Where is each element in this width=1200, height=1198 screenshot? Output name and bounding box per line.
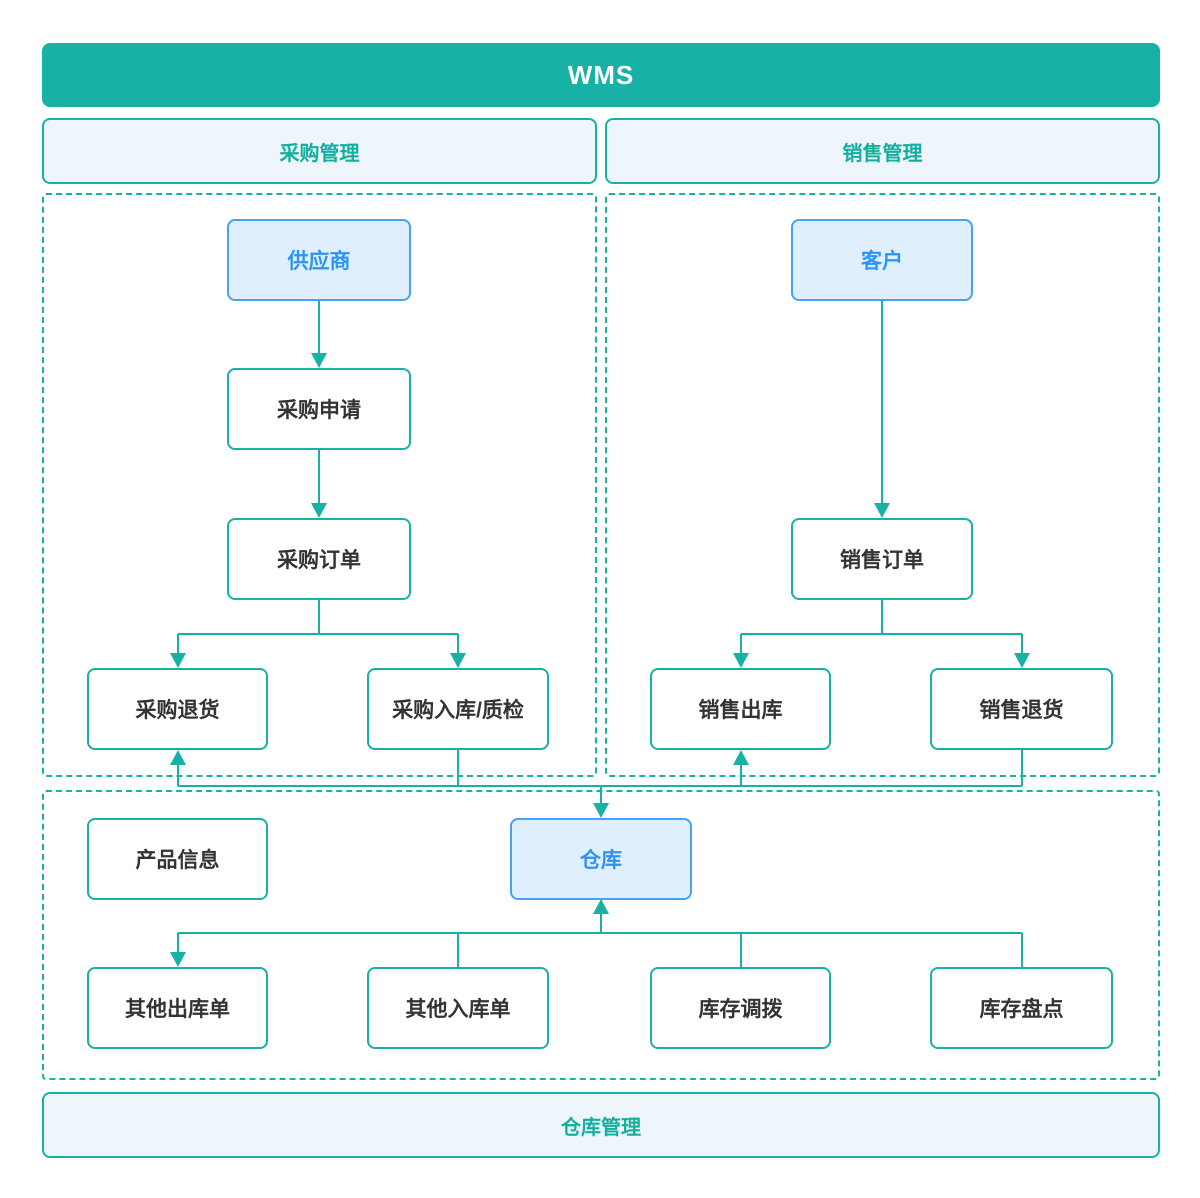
sales-section-header: 销售管理 xyxy=(605,118,1160,184)
node-purchase-request: 采购申请 xyxy=(227,368,411,450)
node-other-outbound-label: 其他出库单 xyxy=(125,998,230,1021)
warehouse-section-header: 仓库管理 xyxy=(42,1092,1160,1158)
purchase-section-frame xyxy=(42,193,597,777)
node-sales-order: 销售订单 xyxy=(791,518,973,600)
node-purchase-request-label: 采购申请 xyxy=(277,399,361,422)
node-stock-count: 库存盘点 xyxy=(930,967,1113,1049)
node-warehouse: 仓库 xyxy=(510,818,692,900)
warehouse-section-label: 仓库管理 xyxy=(561,1116,641,1139)
node-purchase-order-label: 采购订单 xyxy=(277,549,361,572)
node-warehouse-label: 仓库 xyxy=(580,849,622,872)
sales-section-label: 销售管理 xyxy=(842,142,923,165)
node-customer-label: 客户 xyxy=(861,250,903,273)
wms-title-bar: WMS xyxy=(42,43,1160,107)
node-supplier-label: 供应商 xyxy=(287,250,351,273)
node-stock-transfer: 库存调拨 xyxy=(650,967,831,1049)
sales-section-frame xyxy=(605,193,1160,777)
node-purchase-return-label: 采购退货 xyxy=(135,699,220,722)
node-supplier: 供应商 xyxy=(227,219,411,301)
purchase-section-header: 采购管理 xyxy=(42,118,597,184)
node-purchase-return: 采购退货 xyxy=(87,668,268,750)
node-sales-order-label: 销售订单 xyxy=(840,549,924,572)
node-sales-outbound-label: 销售出库 xyxy=(698,699,783,722)
node-other-outbound: 其他出库单 xyxy=(87,967,268,1049)
node-customer: 客户 xyxy=(791,219,973,301)
node-other-inbound: 其他入库单 xyxy=(367,967,549,1049)
node-stock-transfer-label: 库存调拨 xyxy=(698,998,783,1021)
node-product-info: 产品信息 xyxy=(87,818,268,900)
node-stock-count-label: 库存盘点 xyxy=(979,998,1064,1021)
node-product-info-label: 产品信息 xyxy=(135,849,220,872)
node-purchase-receipt-qc-label: 采购入库/质检 xyxy=(392,699,524,722)
node-purchase-receipt-qc: 采购入库/质检 xyxy=(367,668,549,750)
purchase-section-label: 采购管理 xyxy=(279,142,360,165)
node-sales-outbound: 销售出库 xyxy=(650,668,831,750)
node-other-inbound-label: 其他入库单 xyxy=(405,998,511,1021)
wms-title: WMS xyxy=(567,59,635,90)
node-purchase-order: 采购订单 xyxy=(227,518,411,600)
node-sales-return: 销售退货 xyxy=(930,668,1113,750)
node-sales-return-label: 销售退货 xyxy=(979,699,1064,722)
